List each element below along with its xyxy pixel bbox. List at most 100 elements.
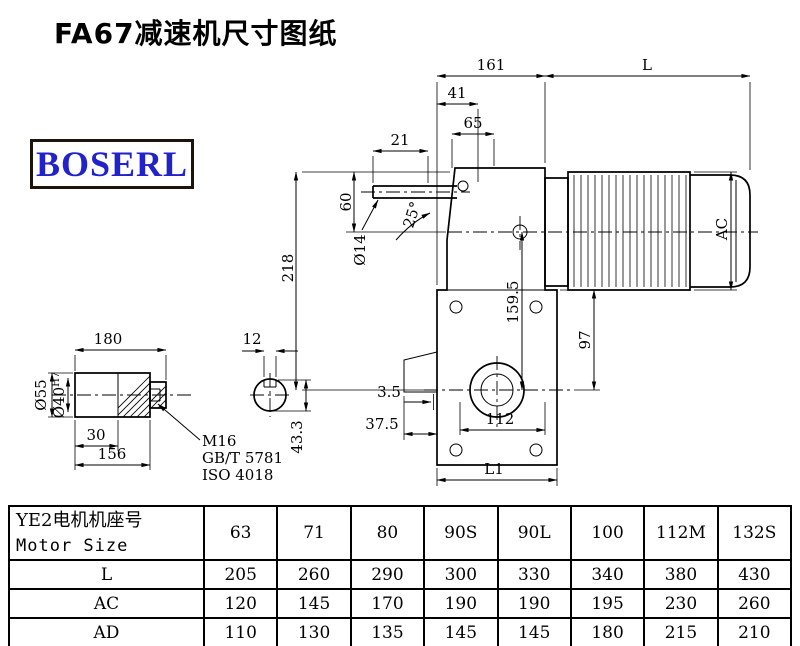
dim-97: 97	[560, 289, 600, 391]
section-hatching	[118, 375, 150, 417]
page-title: FA67减速机尺寸图纸	[54, 17, 338, 50]
bolt-hole	[529, 443, 543, 457]
center-lines	[361, 191, 758, 428]
dim-43-3: 43.3	[272, 379, 311, 454]
hollow-shaft-detail	[52, 372, 192, 418]
header-line-cn: YE2电机机座号	[16, 510, 143, 531]
cell-AC-80: 170	[349, 588, 426, 619]
size-col-90L: 90L	[496, 505, 572, 561]
section-hatching-end	[150, 385, 166, 408]
cell-AC-63: 120	[202, 588, 279, 619]
size-col-71: 71	[276, 505, 352, 561]
thread-callout: M16 GB/T 5781 ISO 4018	[157, 403, 283, 484]
dim-159-5-label: 159.5	[504, 281, 522, 324]
cell-L-90L: 330	[496, 559, 572, 590]
cell-AD-90L: 145	[496, 617, 572, 646]
cell-AD-90S: 145	[423, 617, 499, 646]
cell-L-71: 260	[276, 559, 352, 590]
dim-60-label: 60	[337, 192, 355, 211]
header-line-en: Motor Size	[16, 536, 129, 556]
dim-dia40H7: Ø40H7	[50, 372, 71, 418]
dim-60: 60	[337, 171, 446, 233]
shaft-end-step	[149, 381, 167, 409]
cell-AD-80: 135	[349, 617, 426, 646]
cell-AD-71: 130	[276, 617, 352, 646]
size-col-80: 80	[349, 505, 426, 561]
dim-AC-label: AC	[713, 218, 731, 241]
motor-dimension-table: YE2电机机座号 Motor Size 63 71 80 90S 90L 100…	[8, 505, 793, 646]
dim-159-5: 159.5	[504, 231, 525, 391]
cell-AD-132S: 210	[716, 617, 793, 646]
dim-12-label: 12	[242, 330, 261, 348]
cell-L-132S: 430	[716, 559, 793, 590]
size-col-63: 63	[202, 505, 279, 561]
torque-arm-foot	[403, 351, 438, 393]
cell-L-90S: 300	[423, 559, 499, 590]
cell-AD-112M: 215	[643, 617, 719, 646]
dim-180-label: 180	[94, 330, 123, 348]
cell-L-63: 205	[202, 559, 279, 590]
bolt-hole	[457, 180, 469, 192]
dim-L1: L1	[436, 460, 558, 486]
dim-112: 112	[459, 402, 546, 435]
dim-12: 12	[242, 330, 298, 377]
brand-logo-text: BOSERL	[35, 144, 189, 184]
dim-156-label: 156	[98, 445, 127, 463]
dim-65-label: 65	[463, 114, 482, 132]
motor-fan-cover	[690, 174, 751, 288]
dim-37-5-label: 37.5	[365, 415, 398, 433]
dim-dia14-label: Ø14	[351, 234, 369, 265]
tapped-hole-m16	[150, 388, 161, 402]
dim-218-label: 218	[279, 254, 297, 283]
dim-3-5: 3.5	[377, 383, 434, 410]
dim-dia40H7-label: Ø40H7	[50, 372, 68, 418]
cell-AC-132S: 260	[716, 588, 793, 619]
dim-161: 161	[436, 56, 546, 285]
motor-size-header-cell: YE2电机机座号 Motor Size	[8, 505, 205, 561]
dim-97-label: 97	[576, 330, 594, 349]
dim-30: 30	[74, 420, 119, 470]
dim-L-label: L	[642, 56, 652, 74]
dim-112-label: 112	[486, 410, 515, 428]
dim-dia55-label: Ø55	[32, 379, 50, 410]
electric-motor	[544, 171, 751, 291]
dim-41-label: 41	[447, 84, 466, 102]
row-label-L: L	[8, 559, 205, 590]
bolt-hole	[449, 300, 463, 314]
dim-dia14: Ø14	[351, 199, 379, 266]
bolt-hole	[529, 300, 543, 314]
size-col-112M: 112M	[643, 505, 719, 561]
dia40-tolerance: H7	[51, 372, 62, 387]
gearbox-housing	[403, 167, 558, 466]
cell-L-100: 340	[569, 559, 646, 590]
cell-AC-90S: 190	[423, 588, 499, 619]
motor-body	[567, 171, 691, 291]
dim-angle-25-label: 25°	[399, 199, 424, 230]
cell-AD-100: 180	[569, 617, 646, 646]
dim-161-label: 161	[477, 56, 506, 74]
thread-std-gb-label: GB/T 5781	[202, 449, 283, 467]
thread-spec-label: M16	[202, 432, 236, 450]
dim-21: 21	[372, 131, 429, 183]
size-col-100: 100	[569, 505, 646, 561]
dia40-base: Ø40	[50, 387, 68, 418]
cell-AD-63: 110	[202, 617, 279, 646]
cell-AC-71: 145	[276, 588, 352, 619]
cell-AC-100: 195	[569, 588, 646, 619]
cell-L-112M: 380	[643, 559, 719, 590]
cell-AC-90L: 190	[496, 588, 572, 619]
dim-dia55: Ø55	[32, 372, 73, 418]
bolt-hole	[449, 443, 463, 457]
dim-180: 180	[74, 330, 167, 380]
dim-L: L	[544, 56, 751, 170]
dim-3-5-label: 3.5	[377, 383, 401, 401]
size-col-132S: 132S	[716, 505, 793, 561]
dim-L1-label: L1	[484, 460, 504, 478]
motor-cooling-fins	[573, 175, 687, 287]
shaft-body	[74, 372, 151, 418]
brand-logo-box: BOSERL	[30, 139, 194, 189]
dim-21-label: 21	[390, 131, 409, 149]
cell-L-80: 290	[349, 559, 426, 590]
dim-156: 156	[74, 420, 151, 470]
